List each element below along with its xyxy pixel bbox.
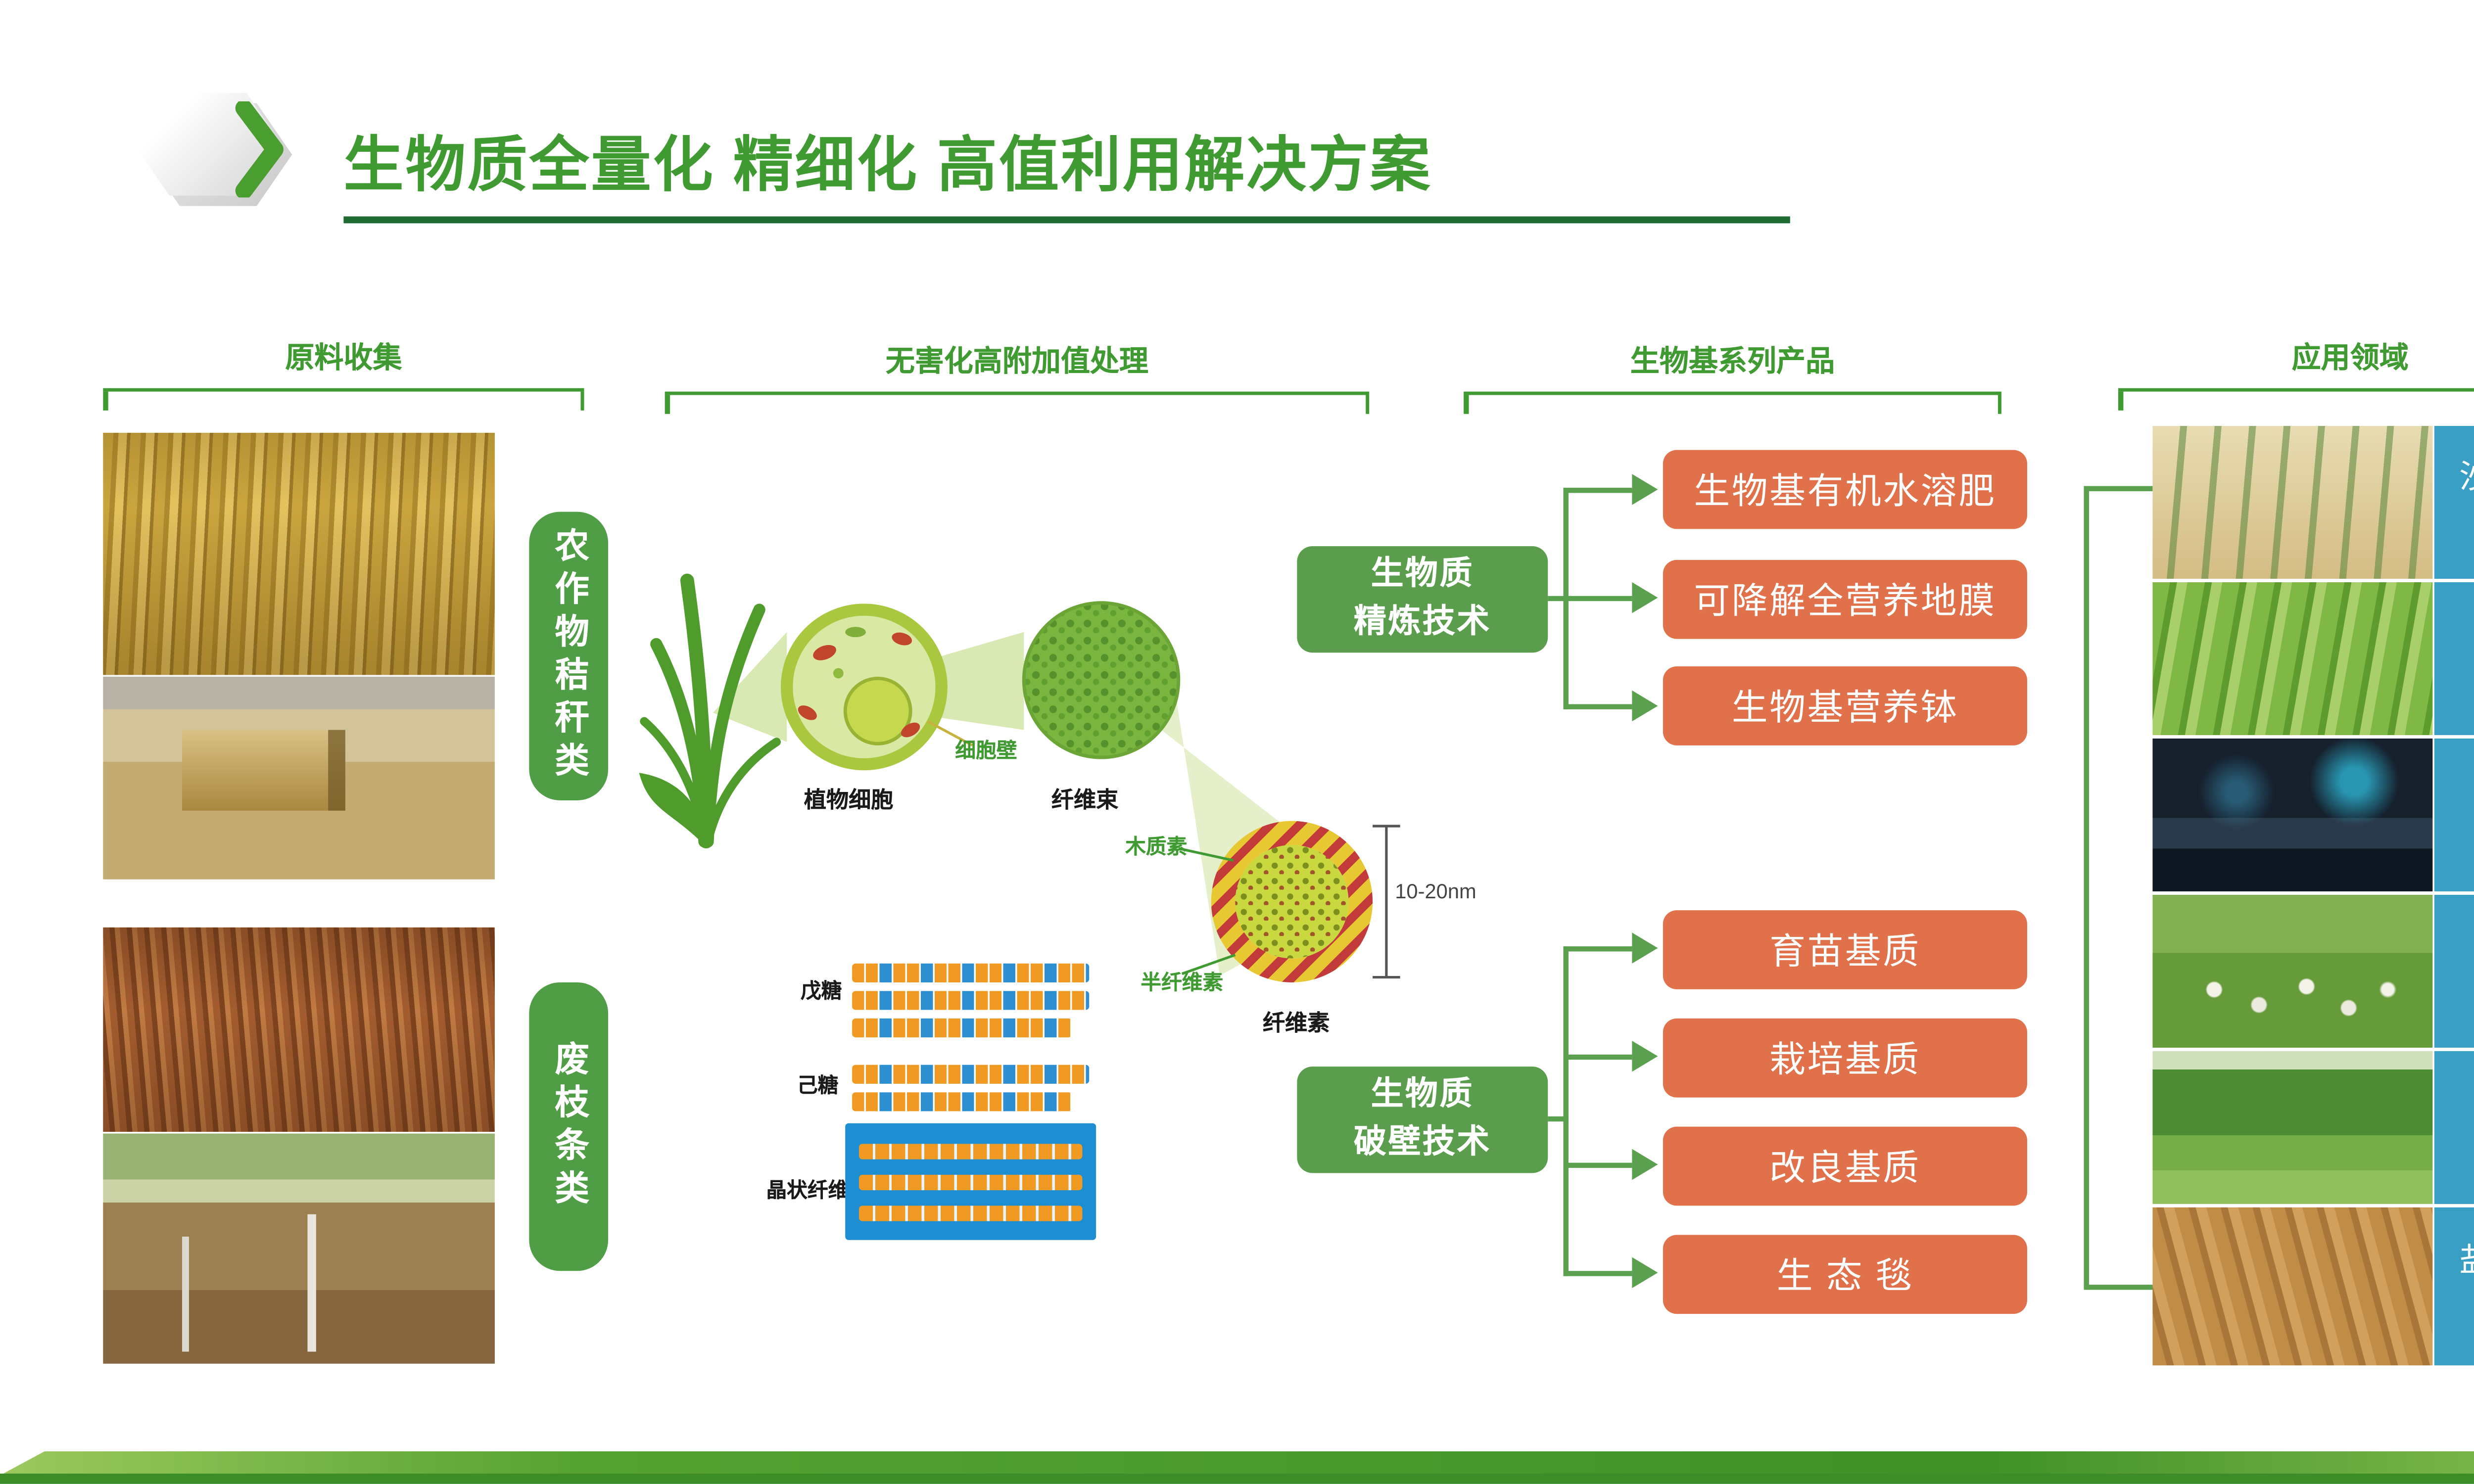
column-header-collection: 原料收集 [285, 341, 402, 374]
app-label-line: 沙漠化 [2459, 457, 2474, 502]
app-label-fertility-improvement: 肥力 提升 [2434, 582, 2474, 736]
photo-cabbage-field [2152, 582, 2433, 736]
crystal-chain [859, 1144, 1083, 1159]
process-diagram-graphic [639, 573, 1400, 982]
product-box-nutrient-pot: 生物基营养钵 [1663, 666, 2027, 745]
connector-line [1563, 1271, 1632, 1276]
photo-pruned-orchard-branches [103, 1133, 495, 1364]
product-box-degradable-mulch-film: 可降解全营养地膜 [1663, 559, 2027, 639]
product-box-improvement-substrate: 改良基质 [1663, 1126, 2027, 1206]
arrow-right-icon [1632, 1257, 1658, 1288]
photo-waste-branches [103, 927, 495, 1132]
footer-ribbon [0, 1451, 2474, 1476]
pentose-chain-graphic [852, 1018, 1072, 1038]
product-box-seedling-substrate: 育苗基质 [1663, 910, 2027, 989]
bracket-applications [2118, 388, 2474, 411]
product-box-cultivation-substrate: 栽培基质 [1663, 1018, 2027, 1098]
label-fiber-diameter: 10-20nm [1395, 879, 1476, 904]
crystal-chain [859, 1206, 1083, 1221]
photo-corn-stalks [103, 432, 495, 675]
applications-bracket-line [2084, 1285, 2153, 1290]
connector-line [1563, 1054, 1632, 1060]
arrow-right-icon [1632, 1041, 1658, 1072]
label-lignin: 木质素 [1125, 835, 1188, 859]
label-cell-wall: 细胞壁 [955, 738, 1017, 763]
bracket-collection [103, 388, 584, 411]
tech-box-line: 生物质 [1371, 1077, 1474, 1114]
connector-line [1548, 596, 1569, 602]
arrow-right-icon [1632, 1149, 1658, 1180]
app-label-saline-soil-improvement: 盐碱地 改良 [2434, 1207, 2474, 1366]
photo-sheep-grazing [2152, 894, 2433, 1048]
connector-line [1548, 1116, 1569, 1122]
label-fiber-bundle: 纤维束 [1051, 787, 1119, 813]
tech-box-refining: 生物质 精炼技术 [1297, 546, 1548, 653]
crystalline-cellulose-graphic [845, 1123, 1096, 1240]
arrow-right-icon [1632, 582, 1658, 613]
title-underline [343, 216, 1790, 224]
category-pill-crop-straw: 农作物秸秆类 [529, 511, 609, 800]
label-plant-cell: 植物细胞 [804, 787, 894, 813]
slide-title: 生物质全量化 精细化 高值利用解决方案 [343, 132, 1432, 199]
photo-park-trees [2152, 1051, 2433, 1204]
applications-bracket-line [2084, 486, 2089, 1290]
connector-line [1563, 1162, 1632, 1168]
app-label-livestock-breeding: 畜牧 养殖 [2434, 894, 2474, 1048]
chevron-right-icon [235, 101, 284, 198]
photo-agriculture-data-screens [2152, 738, 2433, 891]
app-label-agriculture-data: 农业 数据 [2434, 738, 2474, 891]
label-hemicellulose: 半纤维素 [1141, 970, 1224, 995]
applications-bracket-line [2084, 486, 2153, 491]
hexagon-bullet-icon [134, 93, 292, 206]
app-label-landscaping: 园林 绿化 [2434, 1051, 2474, 1204]
label-pentose: 戊糖 [800, 979, 842, 1003]
product-box-eco-blanket: 生 态 毯 [1663, 1235, 2027, 1314]
tech-box-line: 生物质 [1371, 557, 1474, 594]
tech-box-line: 破壁技术 [1353, 1125, 1491, 1161]
product-box-water-soluble-fertilizer: 生物基有机水溶肥 [1663, 450, 2027, 529]
photo-straw-bales [103, 676, 495, 880]
arrow-right-icon [1632, 474, 1658, 505]
column-header-products: 生物基系列产品 [1630, 345, 1835, 378]
connector-line [1563, 946, 1632, 952]
photo-saline-soil [2152, 1207, 2433, 1366]
bracket-products [1464, 391, 2001, 414]
label-cellulose: 纤维素 [1262, 1010, 1330, 1036]
app-label-line: 盐碱地 [2459, 1241, 2474, 1286]
connector-line [1563, 946, 1569, 1276]
arrow-right-icon [1632, 932, 1658, 964]
bracket-processing [665, 391, 1370, 414]
crystal-chain [859, 1174, 1083, 1191]
connector-line [1563, 704, 1632, 709]
hexose-chain-graphic [852, 1092, 1072, 1112]
tech-box-wall-breaking: 生物质 破壁技术 [1297, 1067, 1548, 1173]
category-pill-waste-branches: 废枝条类 [529, 982, 609, 1271]
arrow-right-icon [1632, 690, 1658, 722]
pentose-chain-graphic [852, 963, 1090, 982]
connector-line [1563, 596, 1632, 602]
column-header-applications: 应用领域 [2291, 341, 2409, 374]
hexose-chain-graphic [852, 1065, 1090, 1084]
photo-desert-control [2152, 426, 2433, 579]
tech-box-line: 精炼技术 [1353, 604, 1491, 641]
connector-line [1563, 488, 1632, 493]
column-header-processing: 无害化高附加值处理 [885, 345, 1149, 378]
label-hexose: 己糖 [797, 1073, 839, 1098]
app-label-desertification-control: 沙漠化 治理 [2434, 426, 2474, 579]
pentose-chain-graphic [852, 991, 1090, 1010]
footer-ribbon-base [0, 1473, 2474, 1484]
